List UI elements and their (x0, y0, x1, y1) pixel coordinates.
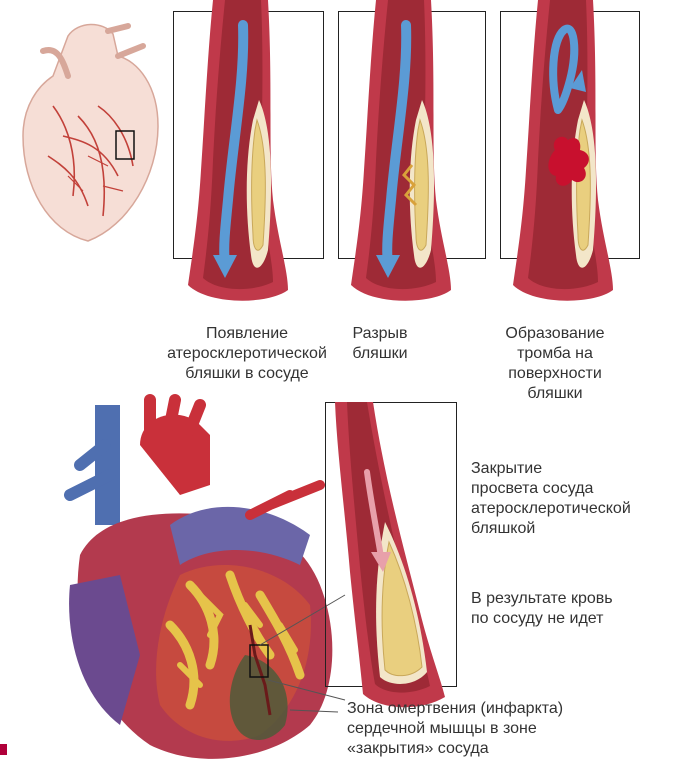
occluded-vessel-illustration (325, 402, 457, 722)
accent-marker (0, 744, 7, 755)
caption-infarct: Зона омертвения (инфаркта) сердечной мыш… (347, 699, 687, 759)
caption-closure: Закрытие просвета сосуда атеросклеротиче… (471, 459, 686, 539)
caption-result: В результате кровь по сосуду не идет (471, 589, 686, 629)
